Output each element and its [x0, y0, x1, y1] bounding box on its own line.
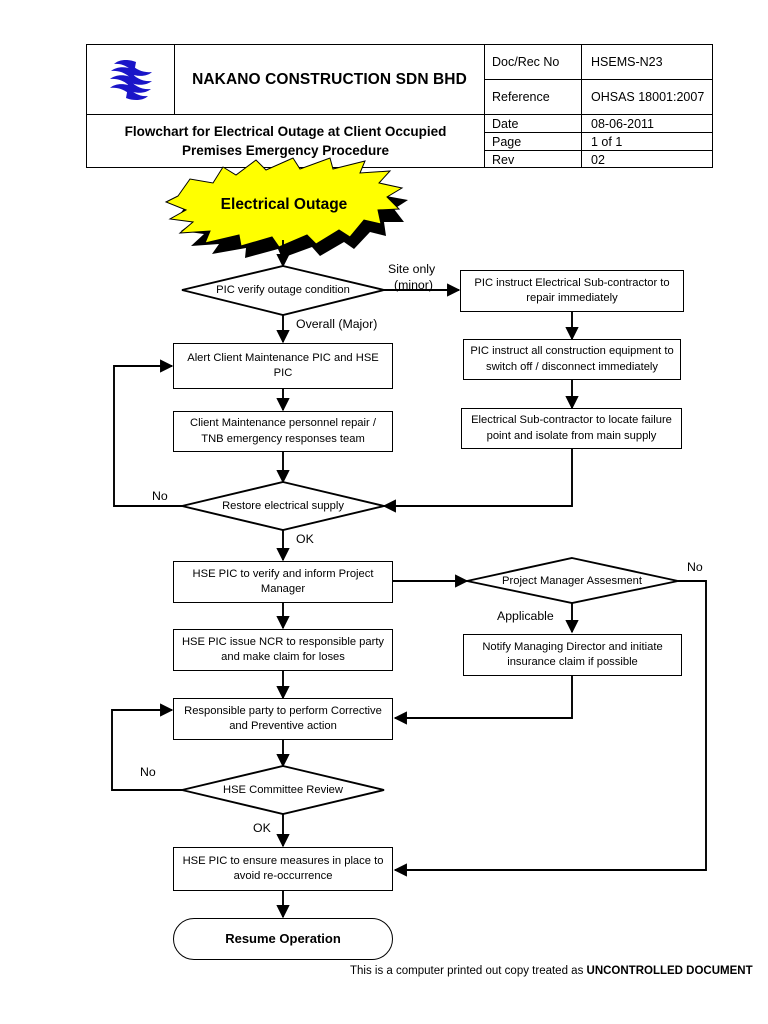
header-left-top: NAKANO CONSTRUCTION SDN BHD [87, 45, 485, 114]
decision-hse-review[interactable] [181, 765, 385, 815]
document-header-table: NAKANO CONSTRUCTION SDN BHD Doc/Rec No H… [86, 44, 713, 168]
edge-label-restore-ok: OK [296, 532, 314, 546]
field-label: Reference [485, 80, 582, 114]
process-switch-off[interactable]: PIC instruct all construction equipment … [463, 339, 681, 380]
process-repair-immediately[interactable]: PIC instruct Electrical Sub-contractor t… [460, 270, 684, 312]
edge-label-pm-no: No [687, 560, 703, 574]
document-title: Flowchart for Electrical Outage at Clien… [124, 124, 447, 158]
header-right-bottom: Date 08-06-2011 Page 1 of 1 Rev 02 [485, 115, 712, 168]
field-value: 1 of 1 [591, 134, 623, 149]
start-burst-label: Electrical Outage [220, 196, 348, 213]
field-label: Rev [485, 151, 582, 168]
edge-label-review-no: No [140, 765, 156, 779]
decision-restore-supply[interactable] [181, 481, 385, 531]
process-issue-ncr[interactable]: HSE PIC issue NCR to responsible party a… [173, 629, 393, 671]
decision-pm-assessment[interactable] [466, 557, 679, 604]
process-notify-md[interactable]: Notify Managing Director and initiate in… [463, 634, 682, 676]
header-top-row: NAKANO CONSTRUCTION SDN BHD Doc/Rec No H… [87, 45, 712, 115]
header-left-bottom: Flowchart for Electrical Outage at Clien… [87, 115, 485, 168]
terminal-resume-operation[interactable]: Resume Operation [173, 918, 393, 960]
field-label: Doc/Rec No [485, 45, 582, 79]
process-alert-client[interactable]: Alert Client Maintenance PIC and HSE PIC [173, 343, 393, 389]
field-label: Date [485, 115, 582, 132]
header-right-top: Doc/Rec No HSEMS-N23 Reference OHSAS 180… [485, 45, 712, 114]
footer-note-plain: This is a computer printed out copy trea… [350, 965, 587, 977]
field-rev: Rev 02 [485, 150, 712, 168]
edge-label-restore-no: No [152, 489, 168, 503]
field-label: Page [485, 133, 582, 150]
edge-label-pm-applicable: Applicable [497, 609, 554, 623]
footer-note: This is a computer printed out copy trea… [350, 965, 753, 977]
field-date: Date 08-06-2011 [485, 115, 712, 132]
footer-note-bold: UNCONTROLLED DOCUMENT [586, 965, 753, 977]
process-locate-failure[interactable]: Electrical Sub-contractor to locate fail… [461, 408, 682, 449]
decision-shapes [181, 265, 679, 815]
header-bottom-row: Flowchart for Electrical Outage at Clien… [87, 115, 712, 168]
field-doc-rec-no: Doc/Rec No HSEMS-N23 [485, 45, 712, 79]
edge-label-overall-major: Overall (Major) [296, 317, 378, 331]
edge-label-review-ok: OK [253, 821, 271, 835]
decision-verify-outage[interactable] [181, 265, 385, 316]
field-reference: Reference OHSAS 18001:2007 [485, 79, 712, 114]
field-value: HSEMS-N23 [591, 55, 663, 69]
edge-label-site-only: Site only [388, 262, 436, 276]
connector-lines [111, 240, 707, 919]
start-burst-shape [164, 157, 404, 248]
company-name: NAKANO CONSTRUCTION SDN BHD [192, 70, 467, 88]
nakano-n-logo-icon [109, 59, 152, 100]
process-client-repair[interactable]: Client Maintenance personnel repair / TN… [173, 411, 393, 452]
company-logo-cell [87, 45, 175, 114]
field-value: 02 [591, 152, 605, 167]
field-value: 08-06-2011 [591, 116, 655, 131]
edge-label-minor: (minor) [394, 278, 433, 292]
field-page: Page 1 of 1 [485, 132, 712, 150]
process-hse-verify[interactable]: HSE PIC to verify and inform Project Man… [173, 561, 393, 603]
process-corrective-action[interactable]: Responsible party to perform Corrective … [173, 698, 393, 740]
process-ensure-measures[interactable]: HSE PIC to ensure measures in place to a… [173, 847, 393, 891]
field-value: OHSAS 18001:2007 [591, 90, 705, 104]
